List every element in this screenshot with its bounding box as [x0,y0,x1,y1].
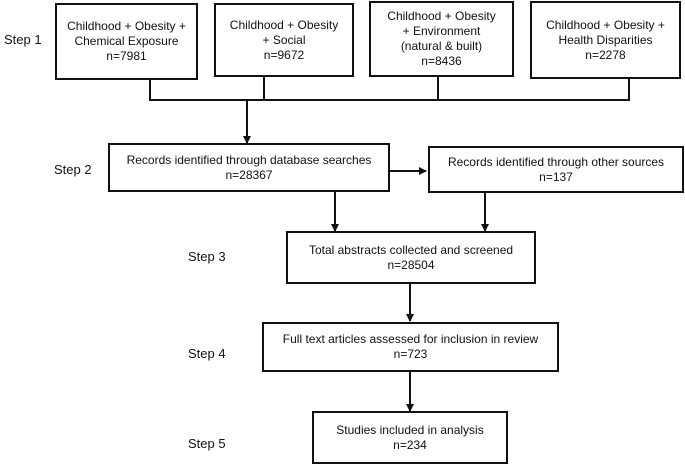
box-text: + Social [262,32,306,47]
step-1-label: Step 1 [4,32,42,47]
box-text: Childhood + Obesity [229,17,339,32]
box-text: Records identified through database sear… [126,152,372,167]
box-count: n=28367 [225,167,273,182]
box-text: Chemical Exposure [74,34,179,48]
box-count: n=7981 [106,49,147,63]
box-count: n=234 [393,437,427,452]
box-text: Childhood + Obesity + [546,17,665,32]
box-count: n=137 [539,169,573,184]
box-text: (natural & built) [400,39,483,53]
box-text: Childhood + Obesity [387,9,496,23]
database-records-box: Records identified through database sear… [108,143,390,192]
full-text-articles-box: Full text articles assessed for inclusio… [262,322,559,372]
box-text: Records identified through other sources [447,154,665,169]
step-2-label: Step 2 [54,162,92,177]
box-text: Health Disparities [558,32,653,47]
box-text: Total abstracts collected and screened [308,242,514,257]
box-count: n=723 [393,347,428,361]
box-text: + Environment [402,24,481,38]
box-count: n=28504 [387,257,435,272]
step-3-label: Step 3 [188,249,226,264]
box-count: n=9672 [263,47,305,62]
step-4-label: Step 4 [188,346,226,361]
box-text: Childhood + Obesity + [67,19,186,33]
included-studies-box: Studies included in analysis n=234 [312,411,508,464]
box-text: Full text articles assessed for inclusio… [282,332,539,346]
search-box-social: Childhood + Obesity + Social n=9672 [214,3,354,77]
other-sources-box: Records identified through other sources… [428,146,684,193]
step-5-label: Step 5 [188,436,226,451]
screened-abstracts-box: Total abstracts collected and screened n… [286,231,536,284]
box-count: n=2278 [585,47,626,62]
box-count: n=8436 [421,54,462,68]
search-box-health-disparities: Childhood + Obesity + Health Disparities… [530,1,681,79]
box-text: Studies included in analysis [336,422,484,437]
search-box-environment: Childhood + Obesity + Environment (natur… [369,1,514,77]
search-box-chemical-exposure: Childhood + Obesity + Chemical Exposure … [55,3,198,80]
